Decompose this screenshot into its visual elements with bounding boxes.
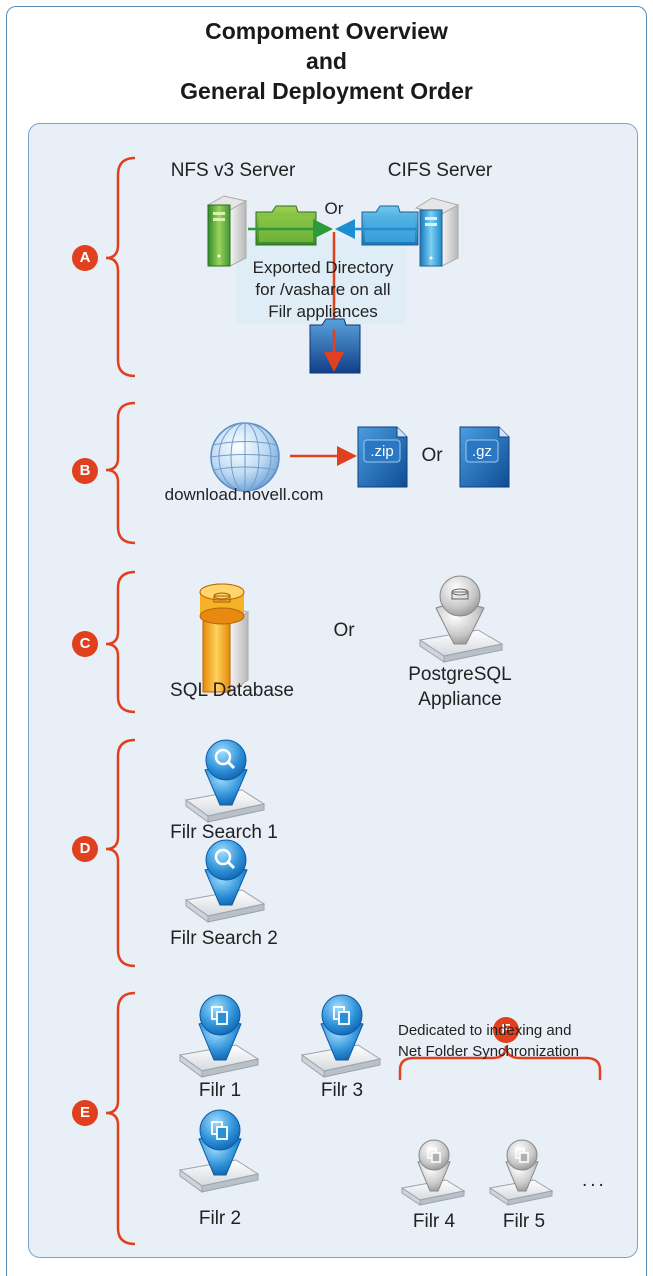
- dedicated-note-line-1: Dedicated to indexing and: [398, 1022, 572, 1039]
- download-site-label: download.novell.com: [164, 485, 324, 504]
- filr-2-label: Filr 2: [198, 1208, 242, 1229]
- badge-a: A: [72, 245, 98, 271]
- filr-search-1-label: Filr Search 1: [170, 822, 278, 843]
- filr-3-label: Filr 3: [320, 1080, 364, 1101]
- bracket-c: [105, 570, 136, 714]
- export-line-1: Exported Directory: [252, 258, 394, 277]
- filr-search-appliance-icon: [184, 839, 266, 923]
- or-label-a: Or: [324, 199, 344, 218]
- outer-frame: [6, 6, 647, 1276]
- green-server-icon: [206, 195, 248, 267]
- postgresql-label-1: PostgreSQL: [408, 664, 512, 685]
- sql-database-label: SQL Database: [170, 680, 294, 701]
- postgresql-label-2: Appliance: [418, 689, 502, 710]
- postgresql-appliance-icon: [418, 575, 504, 663]
- cifs-server-label: CIFS Server: [387, 160, 493, 181]
- filr-4-label: Filr 4: [412, 1211, 456, 1232]
- bracket-f: [398, 1045, 602, 1080]
- bracket-d: [105, 738, 136, 968]
- title-line-1: Compoment Overview: [205, 18, 448, 44]
- green-folder-icon: [255, 205, 317, 246]
- exported-directory-box: [236, 238, 406, 324]
- filr-5-label: Filr 5: [502, 1211, 546, 1232]
- filr-appliance-icon: [178, 994, 260, 1078]
- or-label-c: Or: [333, 620, 355, 641]
- gz-file-icon: [459, 426, 510, 488]
- badge-e: E: [72, 1100, 98, 1126]
- badge-f: F: [493, 1017, 519, 1043]
- globe-icon: [210, 422, 280, 492]
- zip-file-icon: [357, 426, 408, 488]
- filr-search-2-label: Filr Search 2: [170, 928, 278, 949]
- sql-database-icon: [199, 583, 250, 693]
- nfs-server-label: NFS v3 Server: [170, 160, 296, 181]
- bracket-b: [105, 401, 136, 545]
- filr-appliance-icon: [400, 1139, 466, 1206]
- dedicated-note-line-2: Net Folder Synchronization: [398, 1043, 579, 1060]
- badge-b: B: [72, 458, 98, 484]
- blue-server-icon: [414, 197, 460, 267]
- or-label-b: Or: [421, 445, 443, 466]
- badge-d: D: [72, 836, 98, 862]
- filr-1-label: Filr 1: [198, 1080, 242, 1101]
- filr-search-appliance-icon: [184, 739, 266, 823]
- filr-appliance-icon: [300, 994, 382, 1078]
- filr-appliance-icon: [178, 1109, 260, 1193]
- more-appliances-ellipsis: ...: [582, 1170, 607, 1191]
- bracket-e: [105, 991, 136, 1246]
- filr-appliance-icon: [488, 1139, 554, 1206]
- export-line-2: for /vashare on all: [255, 280, 391, 299]
- zip-label: .zip: [370, 443, 394, 460]
- blue-folder-icon: [361, 205, 419, 246]
- badge-c: C: [72, 631, 98, 657]
- title-line-3: General Deployment Order: [180, 78, 473, 104]
- exported-folder-icon: [309, 318, 361, 374]
- bracket-a: [105, 156, 136, 378]
- section-brackets: [105, 156, 602, 1246]
- export-line-3: Filr appliances: [268, 302, 378, 321]
- title-line-2: and: [306, 48, 347, 74]
- gz-label: .gz: [471, 443, 493, 460]
